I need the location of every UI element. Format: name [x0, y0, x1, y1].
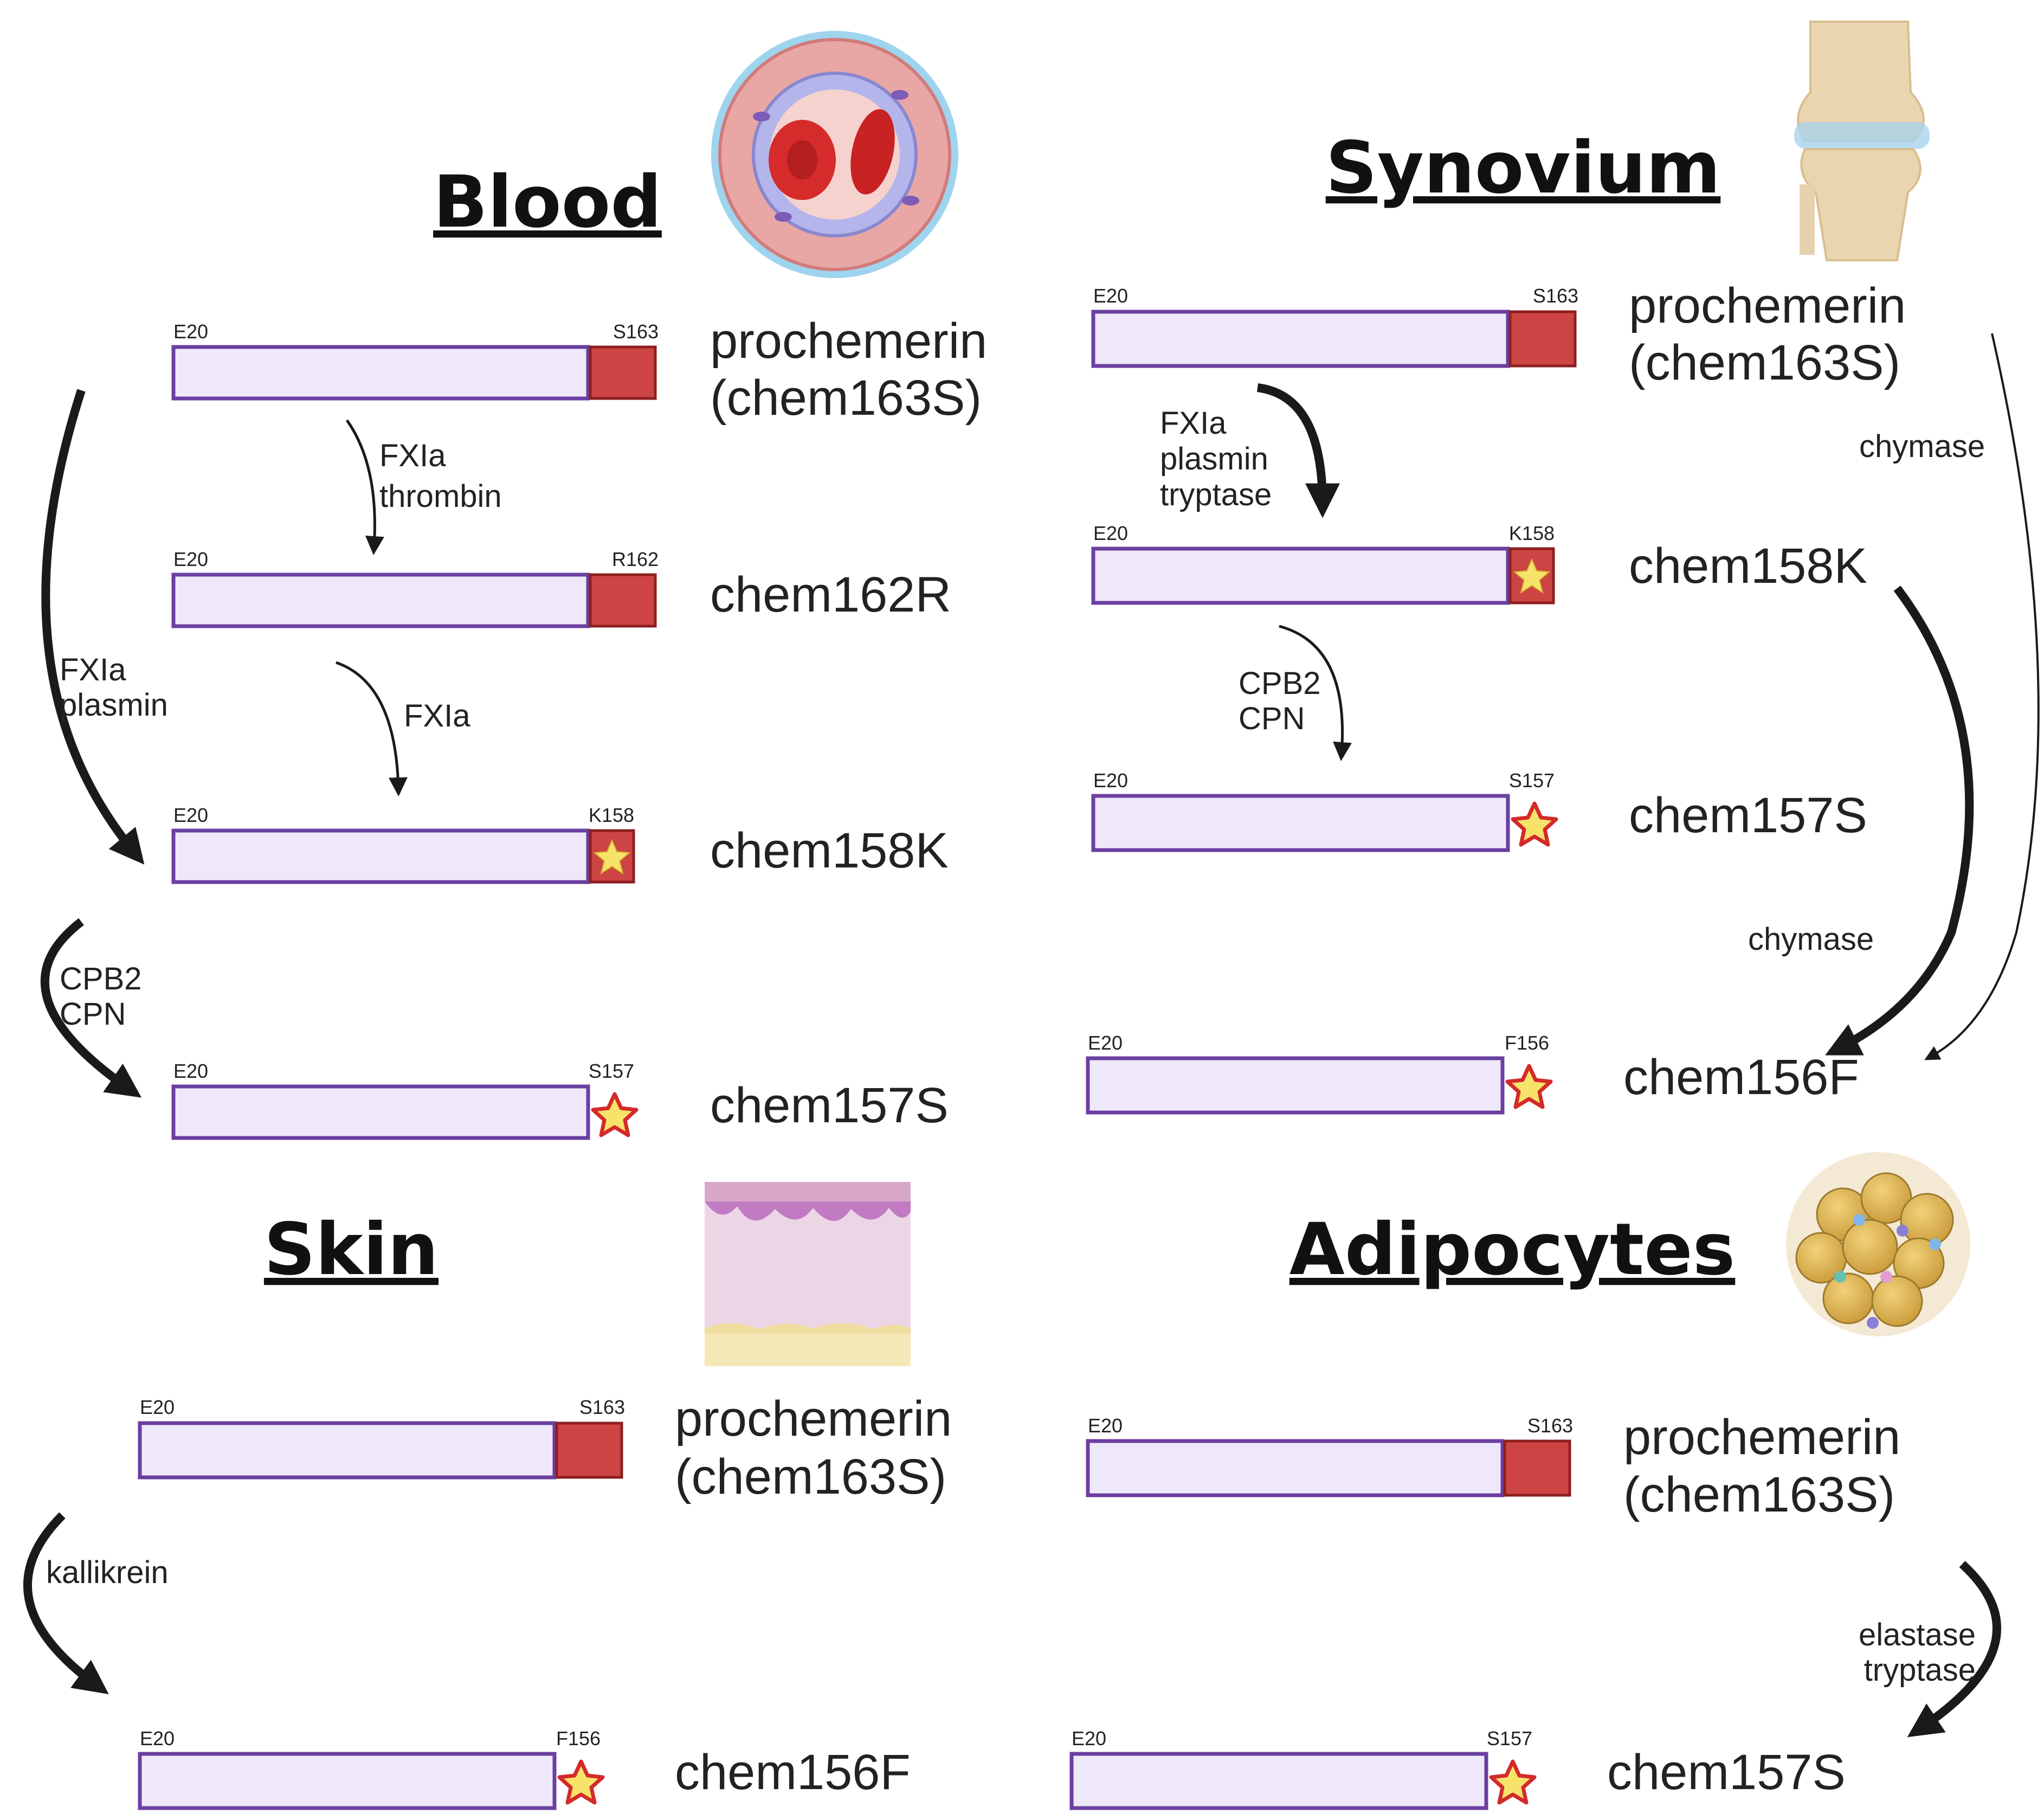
form-blood-chem162R: E20 R162 chem162R: [171, 548, 951, 628]
start-label: E20: [1088, 1414, 1123, 1437]
start-label: E20: [1093, 285, 1128, 307]
enzyme-label: plasmin: [1160, 441, 1268, 477]
form-name-alt: (chem163S): [1623, 1467, 1895, 1522]
cleavage-arrow: [1907, 1561, 2001, 1738]
end-label: K158: [589, 804, 634, 826]
form-synovium-chem157S: E20 S157 chem157S: [1091, 769, 1867, 852]
star-icon: [1511, 801, 1558, 847]
cleavage-arrow: [1279, 625, 1352, 761]
start-label: E20: [1072, 1727, 1106, 1750]
form-name: prochemerin: [675, 1391, 952, 1446]
form-synovium-chem156F: E20 F156 chem156F: [1086, 1032, 1859, 1115]
end-label: S163: [1533, 285, 1578, 307]
enzyme-label: tryptase: [1160, 477, 1272, 512]
end-label: K158: [1509, 522, 1555, 544]
end-label: F156: [1505, 1032, 1549, 1054]
form-name: chem156F: [1623, 1050, 1859, 1105]
cleavage-arrow: [345, 419, 384, 555]
form-name: chem157S: [1629, 788, 1867, 843]
end-label: S163: [579, 1396, 625, 1418]
cleavage-arrow: [1924, 333, 2040, 1060]
form-blood-chem163S: E20 S163 prochemerin (chem163S): [171, 313, 987, 426]
form-name: prochemerin: [1623, 1410, 1900, 1465]
start-label: E20: [173, 804, 208, 826]
form-name-alt: (chem163S): [675, 1449, 946, 1504]
end-label: S157: [589, 1060, 634, 1082]
enzyme-label: kallikrein: [46, 1555, 169, 1590]
cleavage-arrow: [1825, 586, 1974, 1056]
end-label: S157: [1487, 1727, 1532, 1750]
star-icon: [1513, 558, 1551, 594]
start-label: E20: [140, 1396, 175, 1418]
form-synovium-chem163S: E20 S163 prochemerin (chem163S): [1091, 278, 1906, 390]
star-icon: [1505, 1064, 1553, 1109]
start-label: E20: [1088, 1032, 1123, 1054]
panel-title-adipocytes: Adipocytes: [1289, 1208, 1736, 1291]
start-label: E20: [173, 320, 208, 343]
start-label: E20: [1093, 522, 1128, 544]
form-name: chem157S: [1607, 1745, 1846, 1800]
form-name: chem162R: [710, 567, 951, 622]
star-icon: [593, 839, 631, 875]
end-label: S157: [1509, 769, 1555, 792]
enzyme-label: chymase: [1748, 922, 1874, 957]
cleavage-arrow: [40, 918, 142, 1098]
blood-vessel-icon: [711, 31, 958, 278]
cleavage-arrow: [1256, 383, 1340, 518]
form-skin-chem156F: E20 F156 chem156F: [138, 1727, 911, 1810]
form-adipocytes-chem157S: E20 S157 chem157S: [1069, 1727, 1846, 1810]
cleavage-arrow: [41, 389, 145, 865]
form-name: prochemerin: [1629, 278, 1906, 333]
cleavage-arrow: [336, 661, 408, 796]
form-adipocytes-chem163S: E20 S163 prochemerin (chem163S): [1086, 1410, 1900, 1522]
form-blood-chem158K: E20 K158 chem158K: [171, 804, 949, 884]
enzyme-label: CPB2: [60, 961, 142, 996]
end-label: F156: [556, 1727, 601, 1750]
enzyme-label: plasmin: [60, 687, 168, 723]
form-name: chem157S: [710, 1078, 949, 1133]
panel-title-blood: Blood: [433, 160, 662, 244]
knee-joint-icon: [1794, 21, 1930, 261]
form-synovium-chem158K: E20 K158 chem158K: [1091, 522, 1867, 605]
enzyme-label: FXIa: [60, 652, 126, 687]
start-label: E20: [1093, 769, 1128, 792]
star-icon: [591, 1092, 639, 1137]
enzyme-label: FXIa: [1160, 406, 1227, 441]
enzyme-label: FXIa: [379, 438, 446, 473]
star-icon: [557, 1759, 605, 1805]
form-skin-chem163S: E20 S163 prochemerin (chem163S): [138, 1391, 952, 1504]
adipose-tissue-icon: [1786, 1152, 1970, 1336]
enzyme-label: thrombin: [379, 479, 502, 514]
form-name: chem156F: [675, 1745, 911, 1800]
star-icon: [1489, 1759, 1537, 1805]
start-label: E20: [173, 1060, 208, 1082]
enzyme-label: CPN: [1239, 701, 1305, 736]
panel-title-skin: Skin: [264, 1208, 439, 1291]
form-name-alt: (chem163S): [1629, 335, 1900, 390]
start-label: E20: [140, 1727, 175, 1750]
form-name-alt: (chem163S): [710, 370, 982, 426]
form-name: chem158K: [710, 823, 949, 878]
form-name: prochemerin: [710, 313, 987, 369]
start-label: E20: [173, 548, 208, 570]
cleavage-arrow: [23, 1512, 109, 1695]
panel-title-synovium: Synovium: [1326, 126, 1721, 210]
end-label: R162: [612, 548, 659, 570]
skin-layers-icon: [705, 1182, 911, 1366]
enzyme-label: tryptase: [1864, 1652, 1976, 1688]
enzyme-label: elastase: [1859, 1617, 1976, 1652]
end-label: S163: [613, 320, 659, 343]
enzyme-label: chymase: [1859, 429, 1985, 464]
form-name: chem158K: [1629, 538, 1867, 594]
enzyme-label: CPN: [60, 996, 126, 1032]
form-blood-chem157S: E20 S157 chem157S: [171, 1060, 949, 1140]
enzyme-label: CPB2: [1239, 666, 1321, 701]
enzyme-label: FXIa: [404, 698, 470, 734]
end-label: S163: [1527, 1414, 1573, 1437]
